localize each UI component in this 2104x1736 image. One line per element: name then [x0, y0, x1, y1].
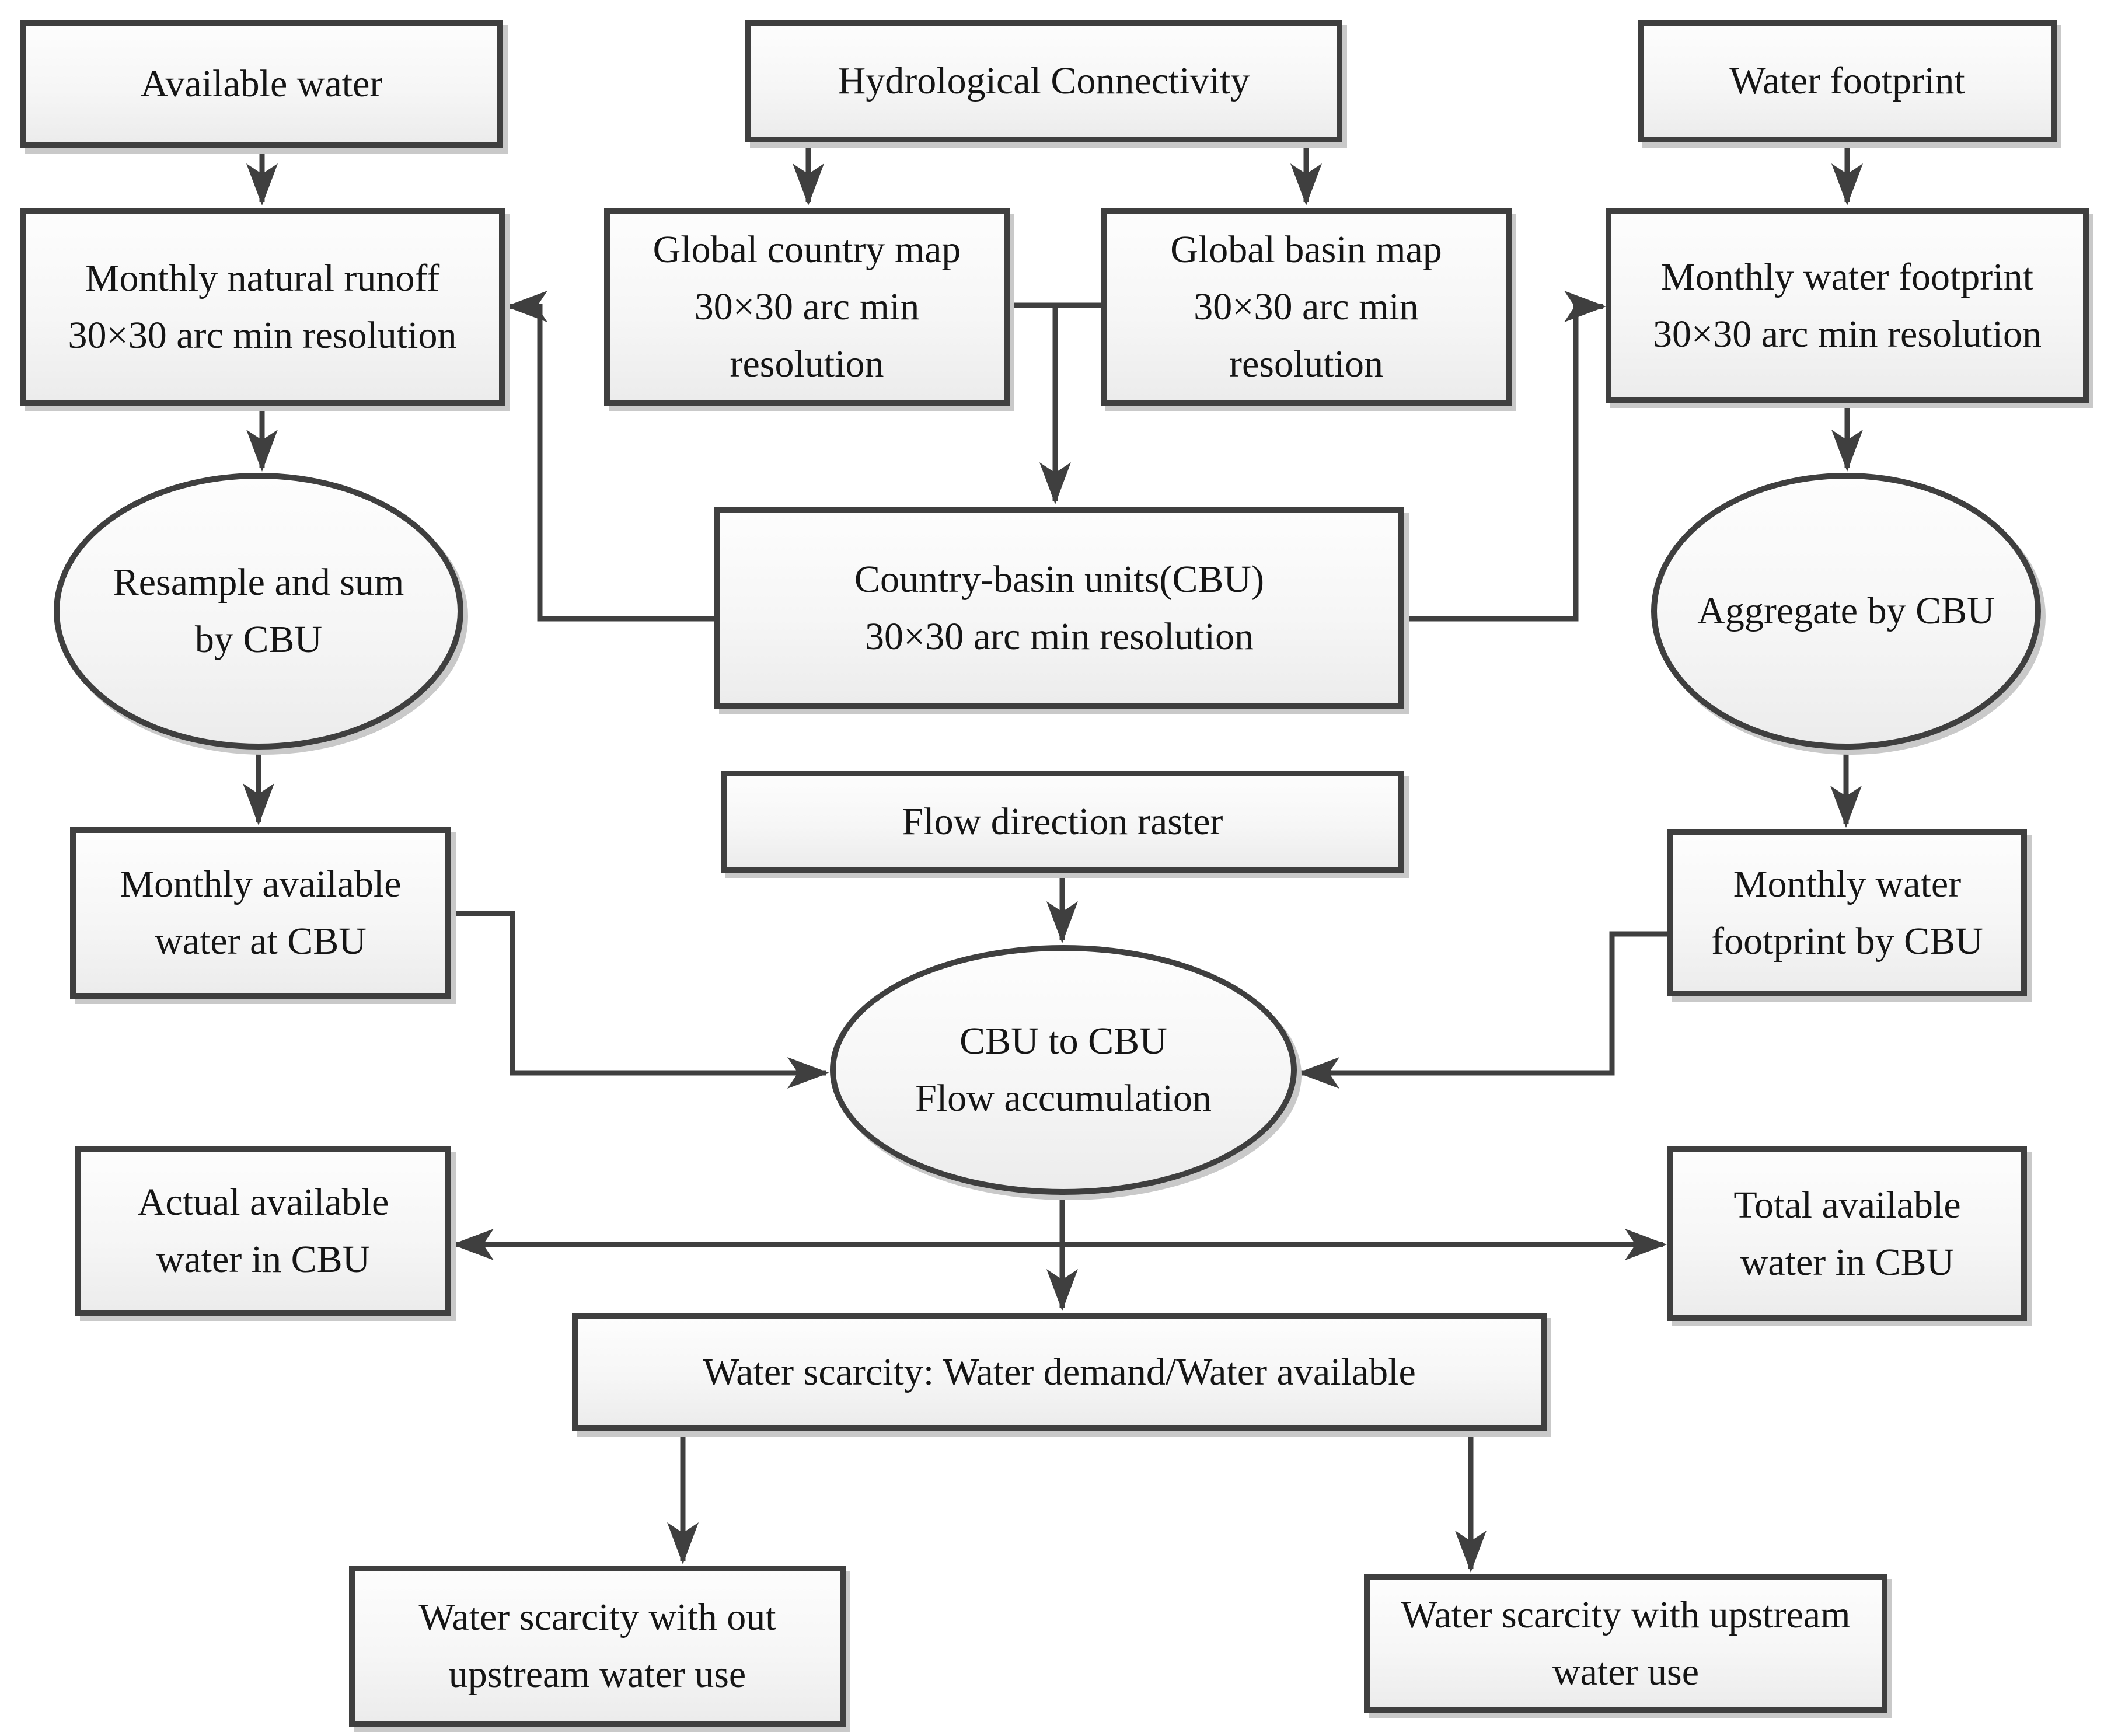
- node-label: Monthly natural runoff 30×30 arc min res…: [68, 257, 457, 357]
- node-label: Monthly water footprint 30×30 arc min re…: [1653, 255, 2042, 355]
- node-ws-with-upstream: Water scarcity with upstream water use: [1364, 1574, 1887, 1713]
- node-label: CBU to CBU Flow accumulation: [915, 1020, 1212, 1120]
- node-label: Global country map 30×30 arc min resolut…: [653, 228, 961, 385]
- arrow-cbu-units-to-runoff: [505, 291, 714, 622]
- node-monthly-available-water: Monthly available water at CBU: [70, 827, 451, 999]
- node-label: Monthly available water at CBU: [120, 863, 402, 963]
- node-water-footprint: Water footprint: [1638, 20, 2057, 142]
- node-monthly-water-footprint: Monthly water footprint 30×30 arc min re…: [1606, 208, 2089, 403]
- node-label: Aggregate by CBU: [1697, 590, 1995, 633]
- node-monthly-natural-runoff: Monthly natural runoff 30×30 arc min res…: [20, 208, 505, 406]
- arrow-wf-by-cbu-to-accumulation: [1297, 931, 1667, 1089]
- node-label: Global basin map 30×30 arc min resolutio…: [1170, 228, 1442, 385]
- node-total-available-water: Total available water in CBU: [1667, 1146, 2027, 1321]
- node-water-scarcity: Water scarcity: Water demand/Water avail…: [572, 1313, 1547, 1431]
- node-flow-direction-raster: Flow direction raster: [721, 771, 1404, 873]
- node-country-basin-units: Country-basin units(CBU) 30×30 arc min r…: [714, 507, 1404, 709]
- node-label: Actual available water in CBU: [137, 1181, 389, 1281]
- arrow-monthly-available-to-accumulation: [451, 911, 829, 1089]
- node-resample-and-sum: Resample and sum by CBU: [54, 473, 463, 750]
- node-global-basin-map: Global basin map 30×30 arc min resolutio…: [1101, 208, 1512, 406]
- node-label: Flow direction raster: [902, 800, 1223, 843]
- node-label: Water scarcity with upstream water use: [1401, 1593, 1851, 1693]
- node-label: Available water: [140, 62, 383, 106]
- node-cbu-flow-accumulation: CBU to CBU Flow accumulation: [830, 945, 1297, 1195]
- node-available-water: Available water: [20, 20, 503, 148]
- node-label: Water scarcity with out upstream water u…: [418, 1596, 776, 1696]
- node-label: Water footprint: [1729, 60, 1965, 103]
- node-actual-available-water: Actual available water in CBU: [75, 1146, 451, 1316]
- node-aggregate-by-cbu: Aggregate by CBU: [1651, 473, 2041, 750]
- arrow-cbu-units-to-monthly-wf: [1404, 291, 1606, 622]
- node-monthly-wf-by-cbu: Monthly water footprint by CBU: [1667, 829, 2027, 996]
- node-label: Resample and sum by CBU: [113, 561, 404, 661]
- node-label: Total available water in CBU: [1733, 1183, 1961, 1284]
- node-label: Water scarcity: Water demand/Water avail…: [703, 1350, 1416, 1393]
- node-label: Hydrological Connectivity: [838, 60, 1250, 103]
- node-ws-without-upstream: Water scarcity with out upstream water u…: [349, 1566, 846, 1727]
- node-global-country-map: Global country map 30×30 arc min resolut…: [604, 208, 1010, 406]
- node-label: Country-basin units(CBU) 30×30 arc min r…: [854, 557, 1265, 658]
- node-label: Monthly water footprint by CBU: [1711, 863, 1983, 963]
- node-hydrological-connectivity: Hydrological Connectivity: [745, 20, 1342, 142]
